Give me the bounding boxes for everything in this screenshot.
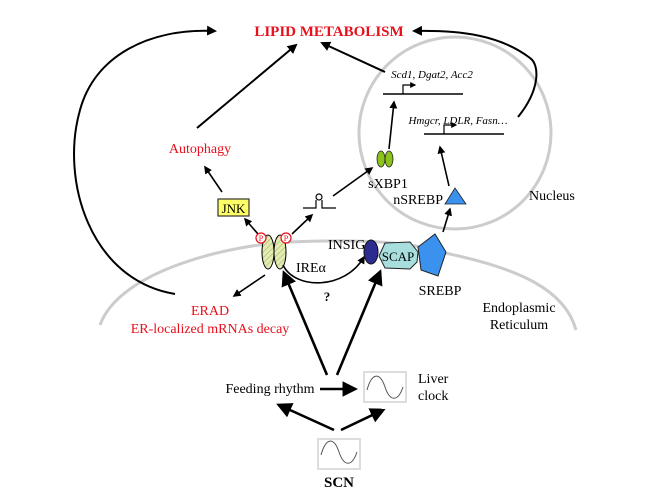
nucleus-membrane — [357, 35, 553, 231]
genes-to-lipid-arrow — [320, 41, 386, 73]
svg-text:P: P — [284, 234, 289, 243]
ire-alpha-dimer-icon — [261, 234, 287, 270]
nsrebp-to-promoter-arrow — [437, 145, 450, 187]
xbp1-target-genes: Scd1, Dgat2, Acc2 — [391, 69, 473, 81]
liver-clock-oscillator-icon — [363, 371, 407, 403]
liver-clock-label-line2: clock — [418, 389, 448, 404]
er-label-line1: Endoplasmic — [482, 301, 555, 316]
insig-label: INSIG — [328, 238, 365, 253]
autophagy-label: Autophagy — [169, 142, 231, 157]
srebp-target-genes: Hmgcr, LDLR, Fasn… — [407, 115, 507, 127]
liver-clock-label-line1: Liver — [418, 372, 449, 387]
srebp-icon — [417, 233, 447, 277]
er-mrna-decay-label: ER-localized mRNAs decay — [131, 322, 290, 337]
jnk-to-autophagy-arrow — [204, 165, 223, 193]
xbp1-mrna-splice-icon — [303, 193, 336, 209]
jnk-label: JNK — [222, 201, 246, 216]
ire-to-xbp1-mrna-arrow — [291, 213, 314, 235]
ire-to-jnk-arrow — [243, 217, 259, 235]
scap-icon — [378, 241, 419, 270]
nsrebp-label: nSREBP — [393, 193, 443, 208]
nucleus-label: Nucleus — [529, 189, 575, 204]
scn-label: SCN — [324, 475, 354, 491]
phospho-icon-right: P — [280, 232, 292, 244]
er-label-line2: Reticulum — [490, 318, 548, 333]
lipid-metabolism-label: LIPID METABOLISM — [254, 24, 403, 40]
erad-to-lipid-arrow — [73, 25, 217, 295]
insig-icon — [363, 239, 379, 265]
scn-to-feeding-arrow — [276, 403, 335, 432]
nsrebp-icon — [444, 187, 467, 205]
tss-arrow-1 — [402, 82, 417, 94]
question-mark: ? — [324, 289, 331, 304]
nucleus-to-lipid-arrow — [412, 25, 538, 118]
phospho-icon-left: P — [255, 232, 267, 244]
feeding-rhythm-label: Feeding rhythm — [225, 382, 314, 397]
tss-arrow-2 — [443, 122, 458, 134]
ire-to-erad-arrow — [232, 274, 266, 297]
mrna-to-sxbp1-arrow — [332, 167, 374, 197]
srebp-to-nucleus-arrow — [442, 207, 452, 233]
scap-label: SCAP — [382, 249, 415, 264]
sxbp1-icon — [376, 150, 394, 168]
feeding-to-scap-arrow — [335, 269, 383, 376]
autophagy-to-lipid-arrow — [196, 43, 298, 129]
feeding-to-ire-arrow — [281, 270, 329, 376]
sxbp1-to-promoter-arrow — [388, 100, 398, 150]
svg-text:P: P — [259, 234, 264, 243]
sxbp1-label: sXBP1 — [368, 177, 408, 192]
srebp-label: SREBP — [419, 284, 462, 299]
scn-oscillator-icon — [317, 438, 361, 470]
scn-to-liver-arrow — [340, 408, 386, 432]
jnk-box — [217, 198, 250, 217]
ire-alpha-label: IREα — [296, 261, 327, 276]
erad-label: ERAD — [191, 304, 229, 319]
er-membrane — [98, 239, 578, 331]
